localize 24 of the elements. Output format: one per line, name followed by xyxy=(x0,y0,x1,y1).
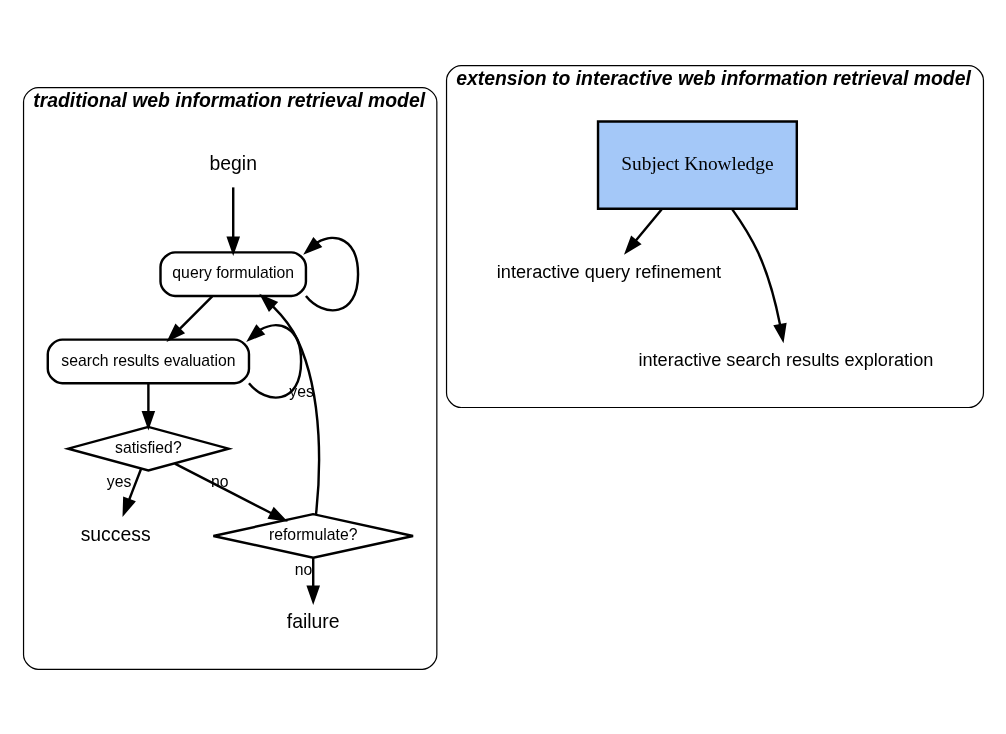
arrow xyxy=(730,207,787,343)
arrow xyxy=(141,383,155,430)
arrow xyxy=(623,207,663,255)
node-text: begin xyxy=(209,151,257,174)
edge-label: no xyxy=(294,560,312,578)
node-box: query formulation xyxy=(158,250,307,297)
arrow xyxy=(258,293,320,514)
node-text: interactive search results exploration xyxy=(637,349,933,370)
arrow xyxy=(166,295,213,342)
arrow xyxy=(122,467,142,517)
node-diamond: satisfied? xyxy=(63,425,233,472)
node-box: Subject Knowledge xyxy=(596,119,798,210)
edge-label: yes xyxy=(106,472,131,490)
node-box: search results evaluation xyxy=(46,337,250,384)
arrow xyxy=(225,186,240,256)
arrow xyxy=(302,236,359,311)
node-text: success xyxy=(80,522,151,545)
edge-label: yes xyxy=(288,382,314,400)
arrow xyxy=(173,461,288,522)
node-text: failure xyxy=(286,609,340,632)
node-diamond: reformulate? xyxy=(211,512,414,559)
arrow xyxy=(305,557,320,605)
node-text: interactive query refinement xyxy=(496,261,721,282)
arrow xyxy=(245,323,302,399)
